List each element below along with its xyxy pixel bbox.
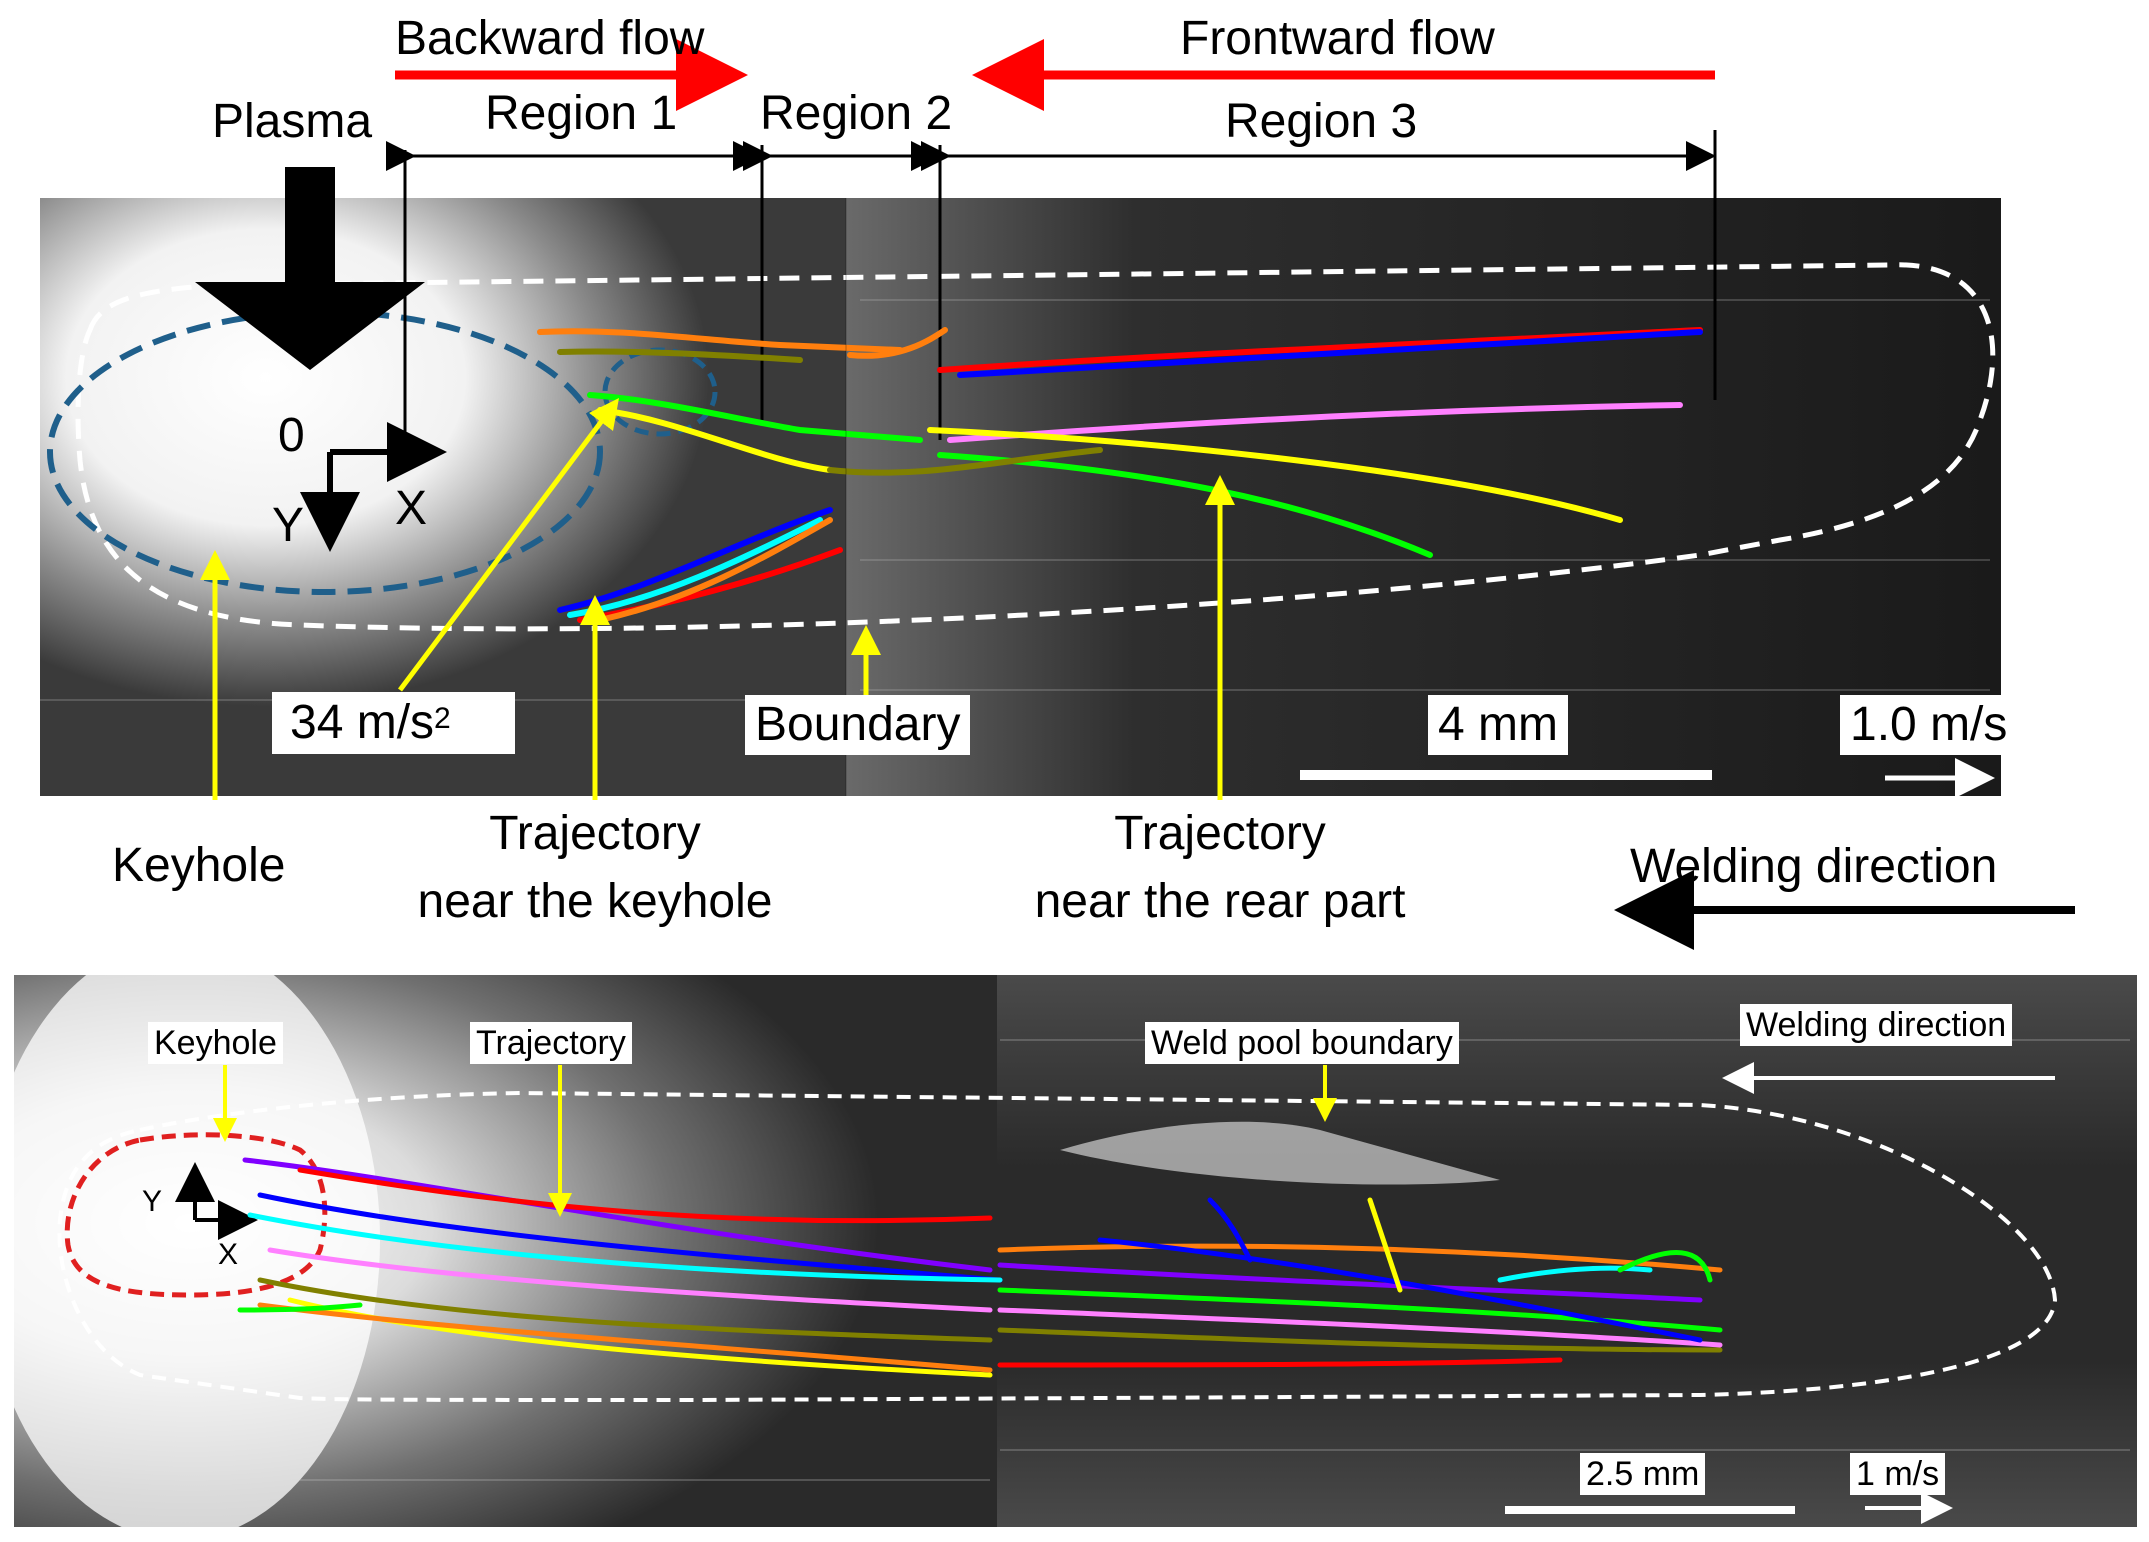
- region-brackets: [386, 130, 1717, 440]
- plasma-label: Plasma: [212, 95, 373, 148]
- weld-pool-boundary-label: Weld pool boundary: [1145, 1022, 1459, 1064]
- region-3-label: Region 3: [1225, 95, 1418, 148]
- trajectory-keyhole-callout-line2: near the keyhole: [417, 875, 773, 928]
- trajectory-label-bottom: Trajectory: [470, 1022, 632, 1064]
- weld-pool-outline-bottom: [57, 1090, 2058, 1403]
- velocity-scale-label: 1.0 m/s: [1840, 695, 2018, 755]
- keyhole-label-bottom: Keyhole: [148, 1022, 283, 1064]
- plasma-arrow-icon: [195, 167, 425, 370]
- acceleration-exponent: 2: [434, 702, 451, 735]
- axis-origin-label: 0: [278, 409, 305, 462]
- frontward-flow-label: Frontward flow: [1180, 12, 1495, 65]
- boundary-label: Boundary: [745, 695, 971, 755]
- keyhole-outline-bottom: [64, 1132, 328, 1298]
- velocity-scale-label-bottom: 1 m/s: [1850, 1453, 1946, 1495]
- axis-y-label: Y: [272, 499, 305, 552]
- region-2-label: Region 2: [760, 87, 953, 140]
- bottom-panel: [0, 940, 2137, 1540]
- top-panel: [40, 39, 2075, 950]
- weld-pool-outline: [75, 262, 1996, 632]
- acceleration-value: 34 m/s: [290, 696, 435, 749]
- callouts-bottom: [213, 1065, 1337, 1217]
- trajectory-rear-callout-line1: Trajectory: [1114, 807, 1326, 860]
- keyhole-outline: [47, 309, 603, 595]
- axis-x-label-bottom: X: [218, 1238, 239, 1271]
- trajectory-keyhole-callout-line1: Trajectory: [489, 807, 701, 860]
- region-1-label: Region 1: [485, 87, 678, 140]
- scale-bar-4mm-label: 4 mm: [1428, 695, 1568, 755]
- axis-x-label: X: [395, 482, 428, 535]
- axis-icon: [300, 422, 447, 552]
- callouts-top: [200, 398, 1235, 800]
- scale-bar-2-5mm-label: 2.5 mm: [1580, 1453, 1706, 1495]
- trajectories-bottom: [237, 1157, 1723, 1378]
- top-image-right: [846, 198, 2001, 796]
- welding-direction-label-bottom: Welding direction: [1740, 1004, 2013, 1046]
- trajectory-rear-callout-line2: near the rear part: [1034, 875, 1406, 928]
- acceleration-label: 34 m/s2: [272, 692, 515, 754]
- keyhole-callout-label: Keyhole: [112, 839, 286, 892]
- axis-y-label-bottom: Y: [142, 1185, 163, 1218]
- axis-icon-bottom: [175, 1162, 258, 1240]
- backward-flow-label: Backward flow: [395, 12, 705, 65]
- trajectories-top: [537, 327, 1703, 623]
- welding-direction-label: Welding direction: [1630, 840, 1998, 893]
